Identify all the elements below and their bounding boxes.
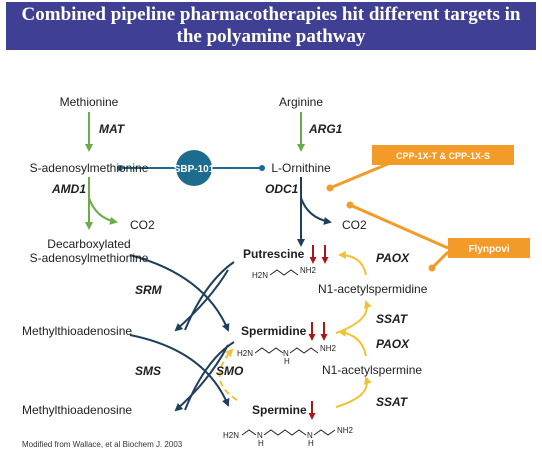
cpp-connector-dot [326, 184, 334, 192]
spermine-n2: N [307, 431, 313, 440]
enzyme-paox-2: PAOX [376, 337, 410, 351]
arrow-paox-2 [338, 328, 367, 357]
spermidine-h: H [284, 357, 290, 366]
node-putrescine: Putrescine [243, 247, 305, 261]
spermidine-h2n: H2N [237, 349, 253, 358]
spermine-h2: H [308, 439, 314, 448]
arrow-ssat-2 [335, 376, 372, 408]
enzyme-srm: SRM [135, 283, 163, 297]
citation: Modified from Wallace, et al Biochem J. … [22, 440, 183, 449]
node-co2-left: CO2 [130, 218, 155, 232]
node-methionine: Methionine [60, 95, 119, 109]
spermidine-structure: H2N N H NH2 [237, 344, 337, 366]
enzyme-amd1: AMD1 [51, 182, 86, 196]
node-n1-acetylspermine: N1-acetylspermine [322, 363, 422, 377]
node-methylthioadenosine-2: Methylthioadenosine [22, 403, 132, 417]
title-line-1: Combined pipeline pharmacotherapies hit … [21, 4, 521, 25]
node-n1-acetylspermidine: N1-acetylspermidine [318, 282, 428, 296]
enzyme-arg1: ARG1 [308, 122, 343, 136]
putrescine-nh2: NH2 [300, 266, 317, 275]
flynpovi-connector-a-dot [346, 201, 354, 209]
enzyme-paox-1: PAOX [376, 251, 410, 265]
arrow-ssat-1 [335, 300, 372, 334]
arrow-co2-right [300, 197, 332, 225]
node-spermidine: Spermidine [241, 324, 307, 338]
sbp-101-circle [176, 150, 212, 186]
flynpovi-label: Flynpovi [468, 244, 509, 255]
arrow-sms-left [174, 344, 229, 412]
enzyme-odc1: ODC1 [265, 182, 299, 196]
sbp-101-label: SBP-101 [174, 164, 215, 175]
putrescine-structure: H2N NH2 [252, 266, 317, 280]
spermine-structure: H2N N H N H NH2 [223, 426, 354, 448]
putrescine-h2n: H2N [252, 271, 268, 280]
title-banner: Combined pipeline pharmacotherapies hit … [6, 2, 536, 50]
spermine-nh2: NH2 [337, 426, 354, 435]
spermine-n1: N [257, 431, 263, 440]
node-spermine: Spermine [252, 403, 307, 417]
arrow-srm-right-a [184, 261, 235, 331]
enzyme-mat: MAT [99, 122, 126, 136]
node-decarboxylated-1: Decarboxylated [47, 237, 130, 251]
node-co2-right: CO2 [342, 218, 367, 232]
flynpovi-box [448, 238, 530, 258]
cpp-label: CPP-1X-T & CPP-1X-S [396, 151, 490, 161]
flynpovi-connector-a [349, 203, 449, 250]
arrow-co2-left [88, 197, 118, 225]
node-arginine: Arginine [279, 95, 323, 109]
node-l-ornithine: L-Ornithine [271, 161, 331, 175]
enzyme-ssat-2: SSAT [376, 395, 409, 409]
spermidine-nh2: NH2 [320, 344, 337, 353]
spermidine-n: N [283, 349, 289, 358]
flynpovi-connector-b [430, 250, 450, 270]
enzyme-sms: SMS [135, 364, 161, 378]
enzyme-ssat-1: SSAT [376, 312, 409, 326]
sbp-connector-right-dot [259, 165, 265, 171]
sbp-connector-left-dot [117, 165, 123, 171]
spermine-h1: H [258, 439, 264, 448]
arrow-paox-1 [338, 251, 367, 276]
arrow-smo [218, 348, 238, 401]
spermine-h2n: H2N [223, 431, 239, 440]
node-decarboxylated-2: S-adenosylmethionine [30, 251, 149, 265]
cpp-box [372, 145, 514, 165]
arrow-sms-right [129, 334, 230, 407]
cpp-connector [329, 161, 391, 190]
arrow-srm-left [129, 254, 230, 332]
enzyme-smo: SMO [216, 364, 244, 378]
node-methylthioadenosine-1: Methylthioadenosine [22, 324, 132, 338]
title-line-2: the polyamine pathway [176, 26, 366, 47]
node-s-adenosylmethionine: S-adenosylmethionine [30, 161, 149, 175]
flynpovi-connector-b-dot [428, 264, 436, 272]
arrow-srm-right-b [174, 269, 229, 332]
